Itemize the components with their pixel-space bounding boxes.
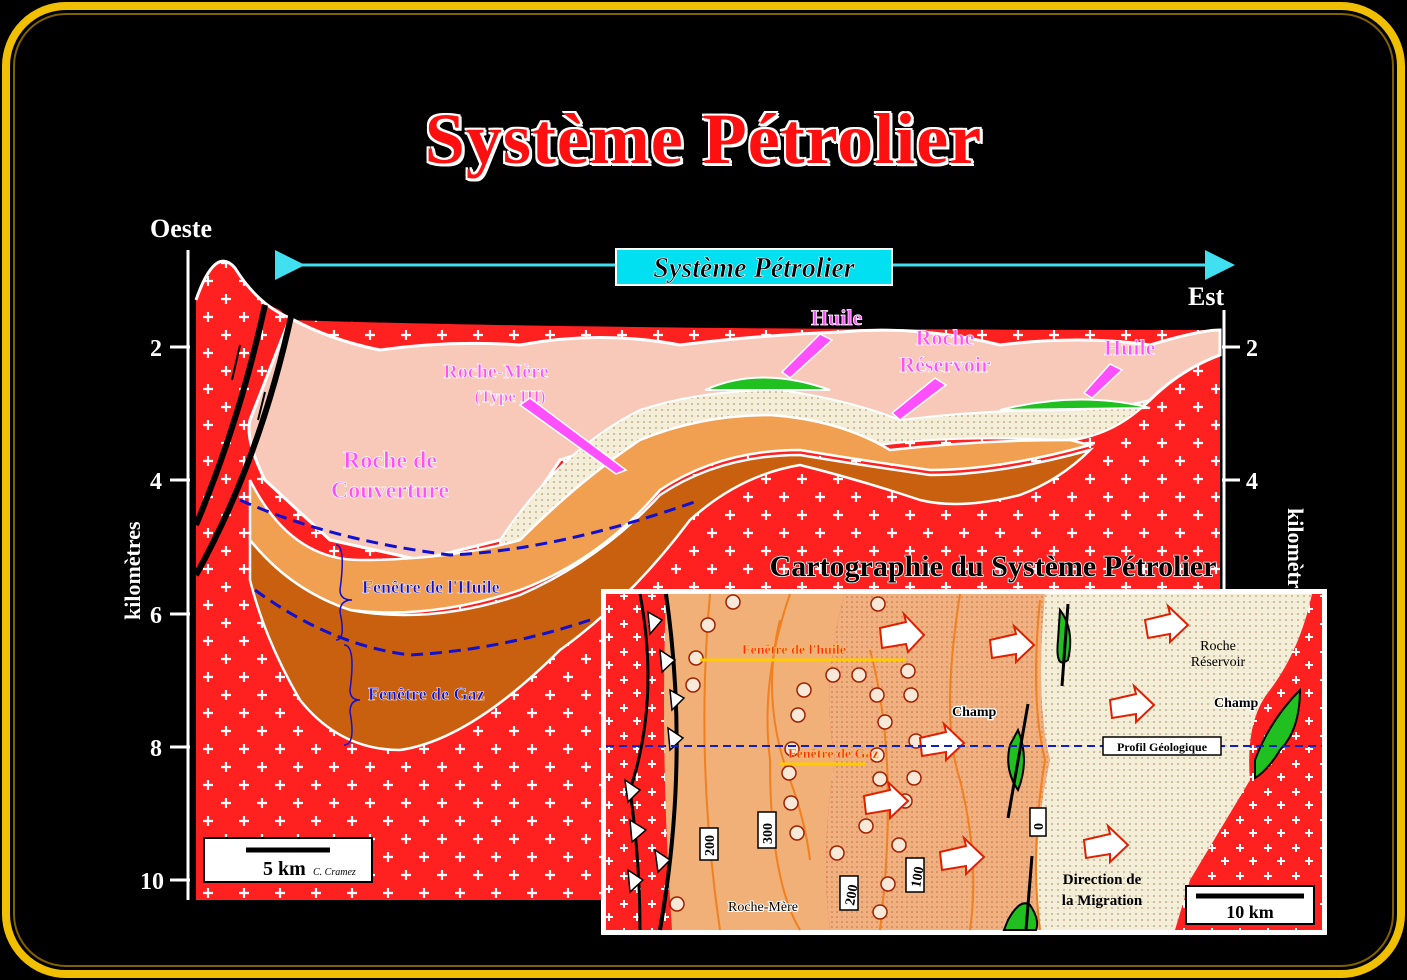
label-gas-window: Fenêtre de Gaz — [368, 684, 485, 704]
tick-8: 8 — [150, 736, 162, 762]
contour-300: 300 — [761, 823, 776, 844]
contour-200-a: 200 — [703, 835, 718, 856]
inset-direction-1: Direction de — [1063, 872, 1142, 888]
contour-200-b: 200 — [843, 883, 861, 906]
banner-text: Système Pétrolier — [653, 253, 856, 284]
inset-roche-mere: Roche-Mère — [728, 900, 798, 915]
deep-source-layer — [248, 447, 1095, 752]
right-axis: 2 4 kilomètres — [1222, 310, 1308, 607]
oil-window-top — [239, 498, 701, 557]
inset-gas-window: Fenêtre de Gaz — [788, 747, 879, 762]
axis-label-left: kilomètres — [120, 521, 145, 620]
inset-direction-2: la Migration — [1062, 893, 1143, 909]
label-reservoir-1: Roche — [916, 325, 975, 350]
inset-reservoir-1: Roche — [1200, 639, 1236, 654]
oil-accumulation-1 — [704, 376, 831, 391]
label-source-1: Roche-Mère — [443, 361, 548, 383]
oil-accumulation-2 — [999, 398, 1151, 411]
tick-2: 2 — [150, 336, 162, 362]
label-cover-1: Roche de — [343, 448, 437, 474]
scale-box — [203, 837, 373, 883]
contour-100: 100 — [909, 865, 927, 888]
inset-profil: Profil Géologique — [1117, 740, 1208, 754]
contour-0: 0 — [1032, 823, 1047, 830]
label-cover-2: Couverture — [331, 478, 450, 504]
source-rock-layer — [248, 413, 1095, 614]
tick-4: 4 — [150, 469, 162, 495]
tick-right-4: 4 — [1246, 469, 1258, 495]
left-axis: 2 4 6 8 10 kilomètres — [120, 250, 190, 900]
tick-6: 6 — [150, 603, 162, 629]
label-huile-1: Huile — [811, 305, 863, 330]
label-oil-window: Fenêtre de l'Huile — [362, 577, 500, 597]
fault-line-2 — [193, 311, 295, 577]
inset-champ-1: Champ — [952, 705, 997, 720]
label-reservoir-2: Réservoir — [899, 352, 991, 377]
label-huile-2: Huile — [1104, 335, 1156, 360]
inset-oil-window: Fenêtre de l'huile — [742, 643, 846, 658]
scale-label: 5 km — [263, 858, 306, 880]
tick-10: 10 — [140, 869, 164, 895]
page-title: Système Pétrolier — [424, 99, 983, 179]
banner-box — [615, 248, 893, 286]
inset-title: Cartographie du Système Pétrolier — [770, 550, 1217, 583]
inset-scale: 10 km — [1226, 902, 1274, 922]
inset-reservoir-2: Réservoir — [1191, 655, 1246, 670]
inset-champ-2: Champ — [1214, 696, 1259, 711]
fault-line-1 — [193, 304, 268, 527]
tick-right-2: 2 — [1246, 336, 1258, 362]
inset-map: Fenêtre de l'huile Fenêtre de Gaz Champ … — [601, 589, 1327, 935]
credit: C. Cramez — [313, 867, 356, 878]
west-label: Oeste — [150, 214, 212, 243]
oil-window-bottom — [254, 588, 591, 657]
east-label: Est — [1188, 282, 1224, 311]
